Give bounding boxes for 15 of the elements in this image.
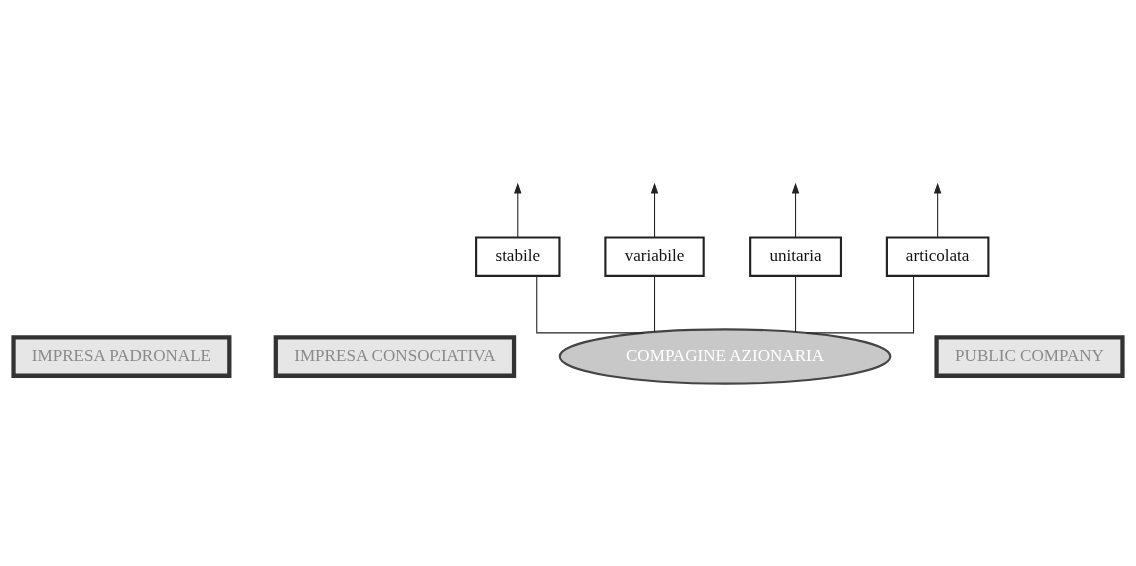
node-box: PUBLIC COMPANY <box>934 334 1125 378</box>
node-box: unitaria <box>749 235 843 277</box>
connector <box>654 275 656 332</box>
node-box: stabile <box>475 235 561 277</box>
arrow <box>650 182 659 238</box>
connector <box>795 275 797 332</box>
arrow <box>791 182 800 238</box>
connector <box>805 275 915 333</box>
arrow <box>933 182 942 238</box>
node-box: variabile <box>604 235 705 277</box>
node-box: IMPRESA CONSOCIATIVA <box>273 334 517 378</box>
connector <box>536 275 645 333</box>
node-box: IMPRESA PADRONALE <box>11 334 232 378</box>
node-box: articolata <box>885 235 990 277</box>
arrow <box>514 182 522 238</box>
